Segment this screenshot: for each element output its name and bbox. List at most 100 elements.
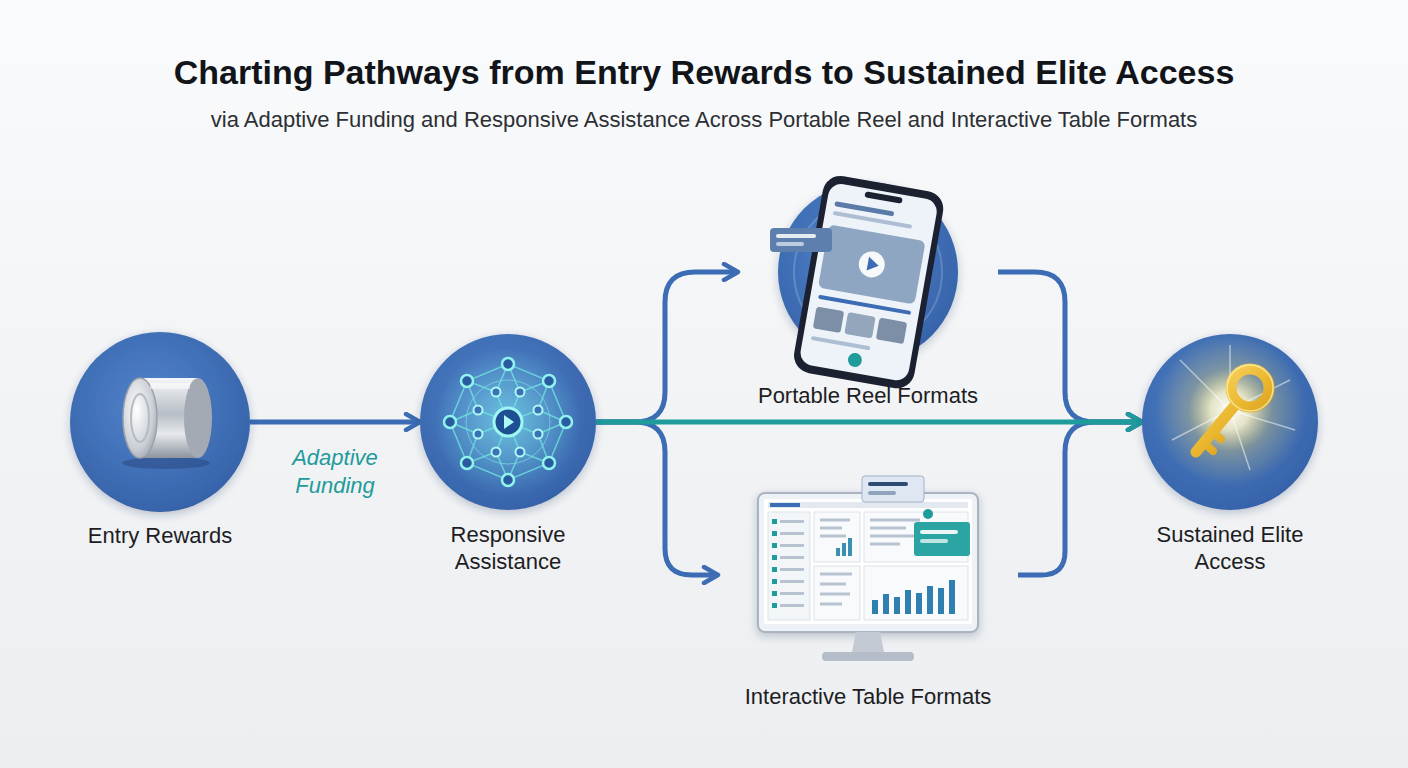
phone-icon — [791, 173, 946, 391]
node-circle — [1142, 334, 1318, 510]
network-icon — [434, 348, 582, 496]
dashboard-icon — [862, 476, 924, 502]
network-icon — [466, 380, 550, 464]
node-label: Entry Rewards — [70, 522, 250, 549]
node-circle — [420, 334, 596, 510]
network-icon — [502, 358, 514, 370]
network-icon — [434, 348, 582, 496]
monitor-screen — [764, 499, 972, 624]
metal-cylinder-icon — [122, 457, 210, 469]
phone-icon — [776, 242, 804, 246]
circle-node: Sustained Elite Access — [1142, 334, 1318, 575]
golden-key-icon — [1227, 365, 1273, 411]
phone-icon — [818, 224, 926, 304]
golden-key-icon — [1204, 432, 1221, 451]
dashboard-icon — [820, 520, 850, 536]
dashboard-icon — [820, 574, 852, 604]
flow-arrow — [596, 420, 1142, 425]
dashboard-icon — [864, 566, 968, 620]
dashboard-icon — [868, 482, 908, 486]
monitor-shape — [718, 480, 1018, 665]
phone-icon — [847, 352, 863, 368]
circle-node: Portable Reel Formats — [738, 182, 998, 409]
network-icon — [474, 406, 483, 415]
phone-icon — [776, 234, 816, 238]
network-icon — [534, 430, 543, 439]
network-icon — [494, 408, 522, 436]
flow-arrow — [250, 420, 420, 425]
flow-arrow — [1018, 422, 1142, 575]
network-icon — [474, 388, 543, 457]
phone-icon — [857, 249, 887, 279]
network-icon — [502, 474, 514, 486]
monitor-base — [822, 652, 914, 661]
metal-cylinder-icon — [184, 378, 212, 458]
golden-key-icon — [1172, 345, 1295, 470]
circle-node: Responsive Assistance — [420, 334, 596, 575]
phone-icon — [818, 295, 911, 315]
phone-icon — [811, 336, 871, 350]
network-icon — [543, 457, 555, 469]
node-label: Interactive Table Formats — [718, 683, 1018, 710]
dashboard-icon — [872, 580, 955, 614]
dashboard-icon — [814, 512, 860, 562]
monitor-frame — [758, 493, 978, 632]
dashboard-icon — [868, 491, 896, 495]
network-icon — [560, 416, 572, 428]
metal-cylinder-icon — [140, 378, 198, 458]
circle-shape — [738, 182, 998, 362]
network-icon — [543, 375, 555, 387]
network-icon — [461, 457, 473, 469]
phone-icon — [770, 228, 832, 252]
network-icon — [474, 430, 483, 439]
circle-shape — [1142, 334, 1318, 510]
network-icon — [516, 448, 525, 457]
phone-icon — [812, 216, 924, 328]
node-label: Responsive Assistance — [420, 521, 596, 575]
dashboard-icon — [923, 509, 933, 519]
node-circle — [70, 332, 250, 512]
network-icon — [461, 375, 473, 387]
node-label: Sustained Elite Access — [1142, 521, 1318, 575]
golden-key-icon — [1154, 334, 1306, 486]
dashboard-icon — [920, 530, 958, 534]
network-icon — [450, 364, 566, 480]
phone-icon — [864, 191, 902, 204]
network-icon — [516, 388, 525, 397]
network-icon — [504, 415, 514, 429]
network-icon — [444, 416, 456, 428]
dashboard-icon — [836, 538, 852, 556]
dashboard-icon — [772, 519, 777, 608]
circle-node: Entry Rewards — [70, 332, 250, 549]
circle-shape — [420, 334, 596, 510]
network-icon — [450, 364, 566, 480]
flow-arrow — [596, 422, 718, 575]
phone-icon — [833, 211, 912, 229]
metal-cylinder-icon — [150, 383, 190, 389]
dashboard-icon — [914, 522, 970, 556]
phone-icon — [794, 198, 942, 346]
edge-label: Adaptive Funding — [270, 444, 400, 500]
golden-key-icon — [1154, 334, 1306, 486]
phone-icon — [844, 312, 875, 339]
phone-icon — [770, 173, 946, 391]
network-icon — [444, 358, 572, 486]
metal-cylinder-icon — [123, 378, 157, 458]
node-label: Portable Reel Formats — [738, 382, 998, 409]
dashboard-icon — [780, 522, 804, 606]
golden-key-icon — [1231, 369, 1269, 407]
dashboard-icon — [864, 512, 968, 562]
metal-cylinder-icon — [122, 378, 212, 469]
dashboard-icon — [870, 520, 920, 544]
phone-icon — [867, 257, 880, 273]
dashboard-icon — [768, 502, 968, 508]
node-circle — [778, 182, 958, 362]
network-icon — [492, 448, 501, 457]
monitor-stand — [852, 632, 884, 652]
phone-icon — [791, 173, 946, 391]
dashboard-icon — [920, 539, 948, 543]
monitor-node: Interactive Table Formats — [718, 480, 1018, 710]
phone-icon — [813, 306, 844, 333]
diagram-subtitle: via Adaptive Funding and Responsive Assi… — [0, 106, 1408, 134]
flow-arrow — [998, 272, 1142, 422]
